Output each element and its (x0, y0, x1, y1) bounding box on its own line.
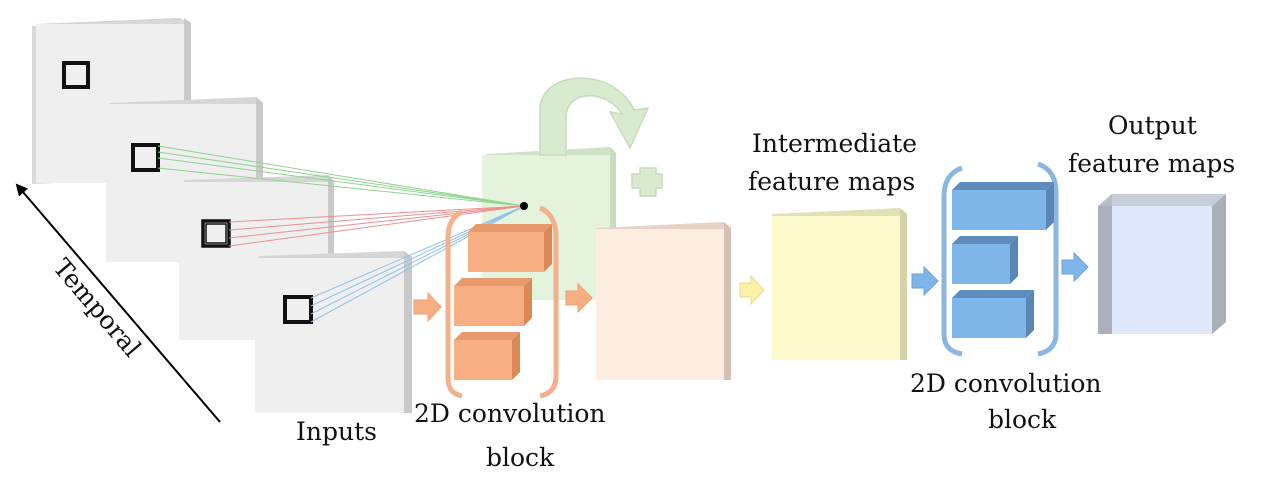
kernel-window (283, 295, 313, 324)
kernel-window (131, 143, 160, 172)
output-feature-map (1098, 194, 1226, 334)
output-point (520, 202, 528, 210)
conv-cube (952, 236, 1018, 284)
conv-cube (454, 278, 532, 326)
bracket-right (538, 205, 559, 399)
kernel-window (62, 61, 90, 89)
arrow-icon (911, 265, 939, 297)
conv-block-2 (941, 161, 1059, 357)
curved-arrow-icon (539, 77, 650, 156)
arrow-icon (565, 282, 593, 314)
output-label-line1: Output (1108, 111, 1197, 140)
bracket-right (1037, 161, 1059, 357)
temporal-label: Temporal (47, 253, 146, 362)
conv-cube (468, 224, 552, 272)
bracket-left (445, 209, 464, 399)
conv-output-map (596, 222, 731, 380)
conv-cube (952, 182, 1054, 230)
kernel-window (201, 219, 231, 248)
input-frame-4 (255, 251, 412, 413)
intermediate-feature-map (772, 208, 907, 360)
arrow-icon (739, 274, 765, 306)
output-label-line2: feature maps (1068, 149, 1235, 178)
arrow-icon (1061, 251, 1089, 283)
conv-block-1-label-line1: 2D convolution (414, 399, 606, 428)
plus-icon (631, 167, 663, 197)
bracket-left (941, 165, 963, 357)
conv-block-1-label-line2: block (486, 443, 555, 472)
conv-cube (952, 290, 1034, 338)
recurrent-feature-map (482, 147, 616, 300)
conv-block-2-label-line2: block (988, 405, 1057, 434)
connection-lines (157, 145, 528, 323)
temporal-arrow (15, 183, 221, 423)
arrow-icon (413, 291, 442, 323)
conv-cube (454, 332, 520, 380)
conv-block-2-label-line1: 2D convolution (910, 369, 1102, 398)
inputs-label: Inputs (296, 417, 377, 446)
conv-block-1 (445, 205, 559, 399)
intermediate-label-line1: Intermediate (752, 129, 917, 158)
intermediate-label-line2: feature maps (748, 167, 915, 196)
